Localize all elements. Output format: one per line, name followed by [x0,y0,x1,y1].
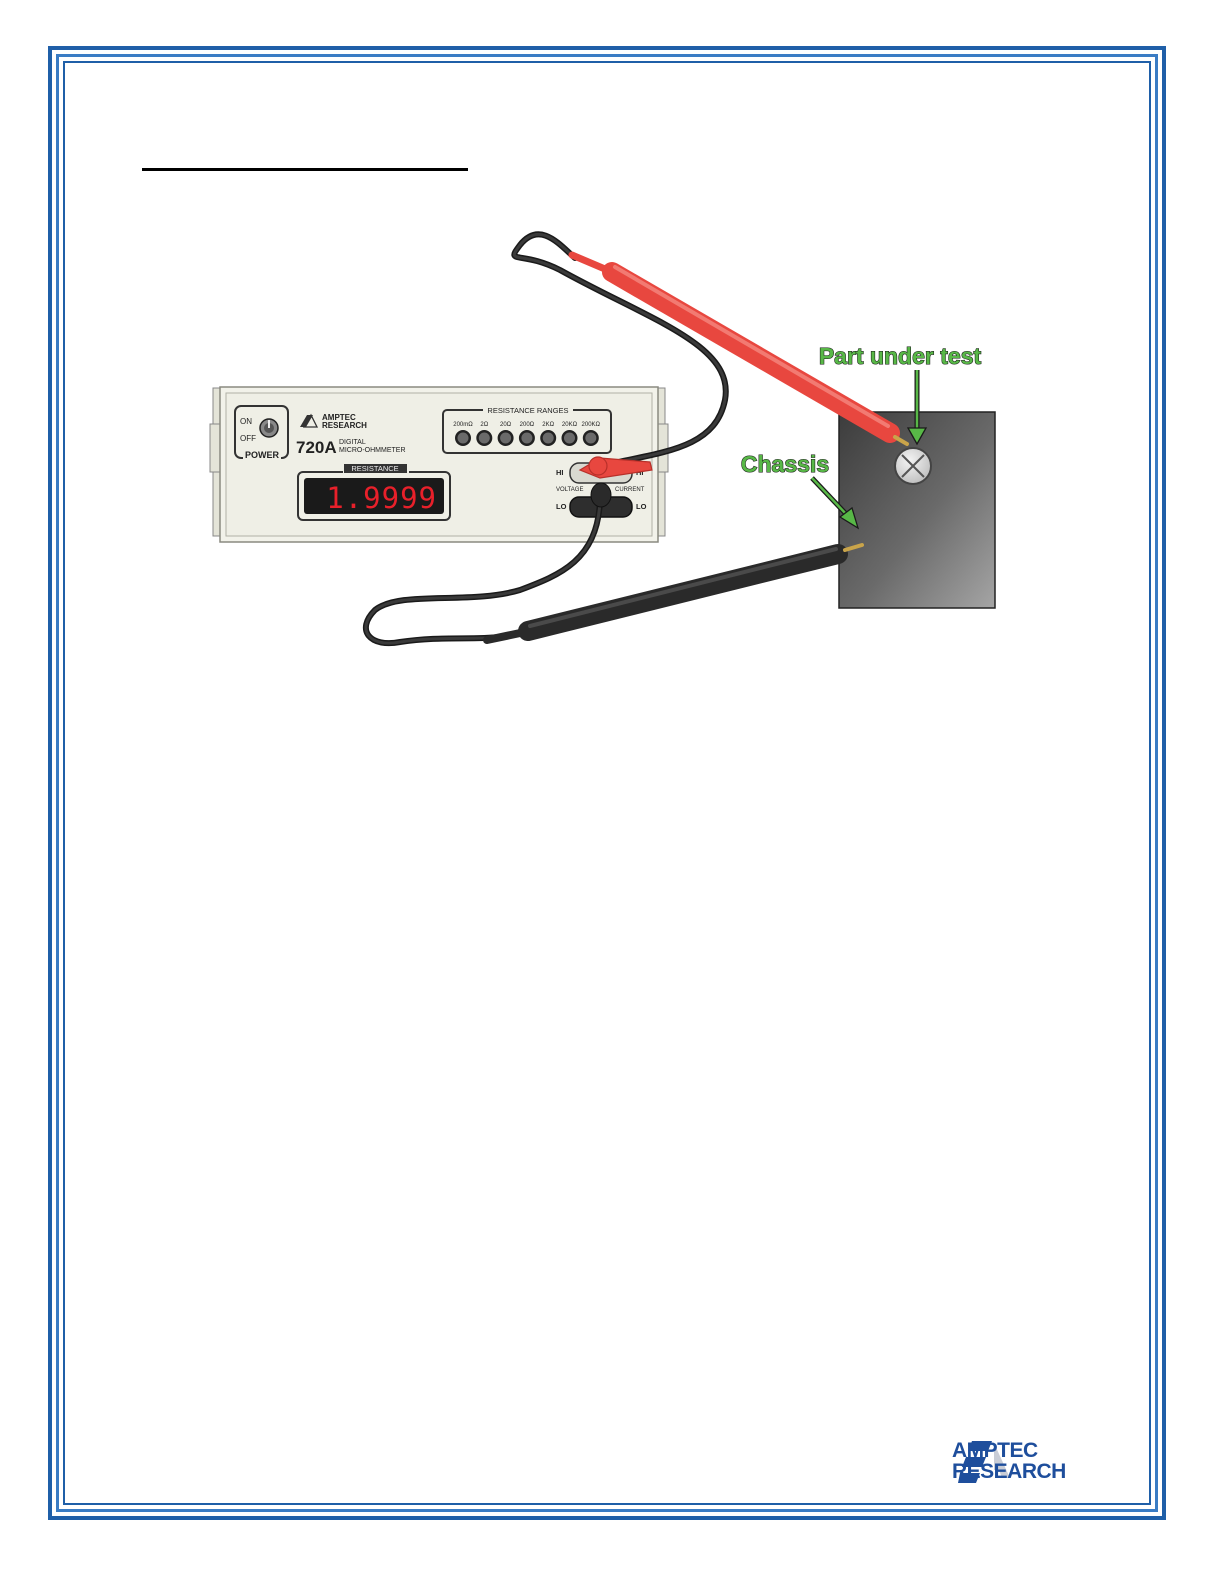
footer-logo-line1: AMPTEC [952,1440,1066,1461]
range-label: 2Ω [480,422,488,428]
terminal-lo-right-label: LO [636,502,647,511]
display-title: RESISTANCE [351,464,398,473]
chassis-label: Chassis [741,451,829,477]
resistance-reading: 1.9999 [326,481,437,515]
footer-logo-text: AMPTEC RESEARCH [952,1440,1066,1482]
range-button[interactable] [562,430,578,446]
part-under-test [895,448,931,484]
current-label: CURRENT [615,487,645,493]
range-label: 200mΩ [453,422,473,428]
range-button[interactable] [519,430,535,446]
range-label: 20KΩ [562,422,578,428]
range-label: 200KΩ [582,422,601,428]
black-probe [487,545,862,640]
power-knob[interactable] [260,419,278,437]
voltage-label: VOLTAGE [556,487,583,493]
range-button[interactable] [498,430,514,446]
power-off-label: OFF [240,434,256,443]
range-button[interactable] [540,430,556,446]
footer-logo-line2: RESEARCH [952,1461,1066,1482]
range-label: 2KΩ [542,422,554,428]
power-label: POWER [245,450,280,460]
meter-model: 720A [296,438,337,457]
meter-model-desc-line1: DIGITAL [339,439,366,446]
terminal-lo-left-label: LO [556,502,567,511]
part-under-test-label: Part under test [819,343,982,369]
part-under-test-arrow [908,370,926,444]
range-label: 200Ω [520,422,535,428]
terminal-hi-left-label: HI [556,468,564,477]
range-button[interactable] [455,430,471,446]
meter-brand-line2: RESEARCH [322,421,367,430]
range-button[interactable] [476,430,492,446]
range-button[interactable] [583,430,599,446]
power-on-label: ON [240,417,252,426]
ranges-title: RESISTANCE RANGES [487,406,568,415]
meter-model-desc-line2: MICRO-OHMMETER [339,447,406,454]
range-label: 20Ω [500,422,512,428]
